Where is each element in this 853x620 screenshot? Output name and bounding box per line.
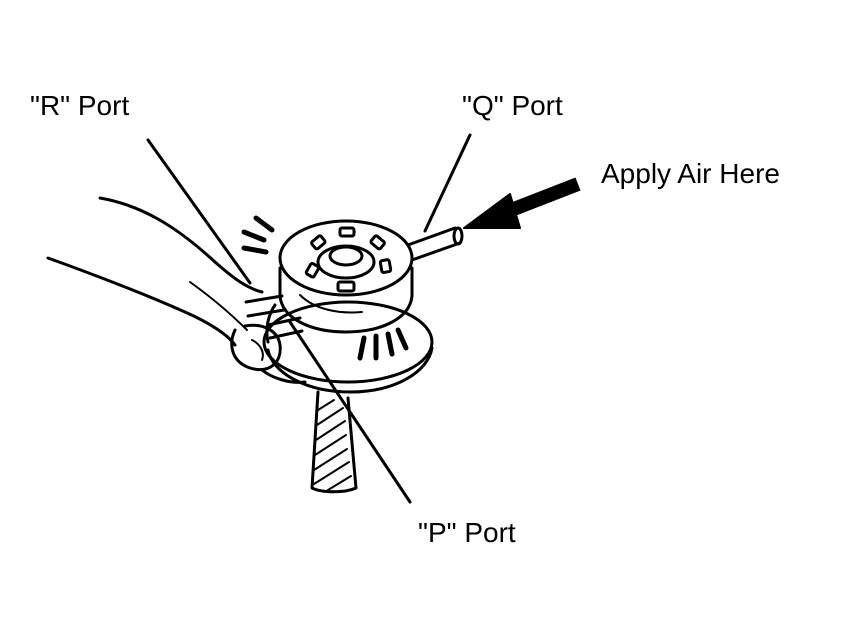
apply-air-arrow (463, 177, 581, 229)
valve-lower-body (262, 300, 434, 394)
q-port-nozzle (406, 226, 464, 262)
r-port-leader (146, 138, 252, 285)
p-port-leader (288, 320, 412, 504)
apply-air-label: Apply Air Here (601, 158, 780, 189)
p-port-label: "P" Port (418, 517, 516, 548)
leader-lines (146, 133, 472, 504)
valve-cap (278, 219, 414, 334)
r-port-label: "R" Port (30, 90, 130, 121)
q-port-label: "Q" Port (462, 90, 563, 121)
r-port-nozzle (244, 294, 286, 318)
air-marks-bottom (357, 327, 409, 361)
hand-drawing (46, 196, 307, 384)
hose (310, 390, 358, 494)
air-marks-top (241, 215, 275, 255)
q-port-leader (423, 133, 472, 233)
